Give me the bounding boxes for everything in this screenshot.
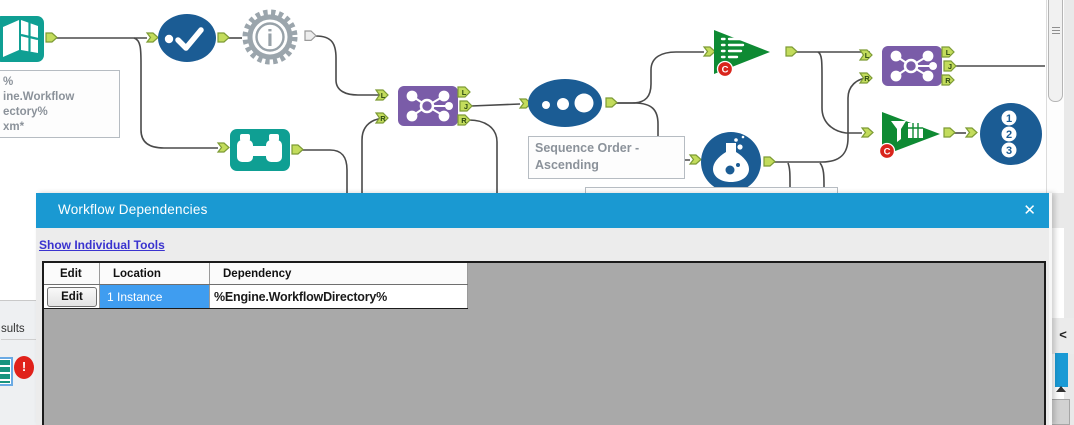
scrollbar-thumb[interactable] bbox=[1048, 0, 1063, 102]
scrollbar-grip-icon bbox=[1052, 27, 1060, 36]
check-tool-icon[interactable] bbox=[158, 14, 216, 62]
annotation-source-path[interactable]: % ine.Workflow ectory% xm* bbox=[0, 70, 120, 138]
formula-tool-icon[interactable] bbox=[701, 132, 761, 192]
header-dependency: Dependency bbox=[210, 263, 468, 284]
svg-text:R: R bbox=[864, 74, 870, 83]
svg-text:L: L bbox=[462, 88, 467, 97]
conflict-badge: C bbox=[884, 147, 891, 158]
summarize-tool-icon[interactable]: C bbox=[714, 30, 770, 78]
workflow-dependencies-dialog: Workflow Dependencies ✕ Show Individual … bbox=[36, 193, 1052, 425]
svg-text:L: L bbox=[946, 48, 951, 57]
info-glyph: i bbox=[267, 25, 273, 51]
svg-text:R: R bbox=[380, 114, 386, 123]
header-location: Location bbox=[100, 263, 210, 284]
svg-text:R: R bbox=[461, 116, 467, 125]
macro-output-anchor[interactable] bbox=[304, 30, 317, 41]
panel-collapse-button[interactable]: < bbox=[1052, 318, 1074, 354]
svg-text:J: J bbox=[948, 62, 952, 71]
svg-text:R: R bbox=[945, 76, 951, 85]
svg-text:3: 3 bbox=[1006, 145, 1012, 157]
results-panel-edge: sults ! bbox=[0, 300, 36, 425]
location-cell[interactable]: 1 Instance bbox=[100, 285, 210, 308]
browse-binoculars-tool-icon[interactable] bbox=[230, 129, 290, 171]
results-panel-title: sults bbox=[1, 323, 36, 340]
edit-cell: Edit bbox=[44, 285, 100, 308]
canvas-vertical-scrollbar[interactable] bbox=[1046, 0, 1064, 193]
join-tool-icon[interactable] bbox=[398, 86, 458, 126]
close-icon[interactable]: ✕ bbox=[1023, 202, 1036, 219]
record-id-tool-icon[interactable]: 1 2 3 bbox=[980, 103, 1042, 165]
right-edge-panel bbox=[1064, 0, 1074, 425]
directory-input-tool-icon[interactable] bbox=[0, 16, 44, 62]
filter-tool-icon[interactable]: C bbox=[878, 112, 941, 160]
annotation-sort-order[interactable]: Sequence Order - Ascending bbox=[528, 136, 685, 179]
svg-text:L: L bbox=[381, 91, 386, 100]
error-badge-icon: ! bbox=[14, 356, 34, 379]
edit-button[interactable]: Edit bbox=[47, 287, 97, 307]
svg-text:2: 2 bbox=[1006, 129, 1012, 141]
dependencies-table: Edit Location Dependency Edit 1 Instance… bbox=[42, 261, 1046, 425]
join-anchors[interactable]: L R L J R bbox=[374, 86, 473, 126]
connection-wires bbox=[56, 35, 1045, 194]
conflict-badge: C bbox=[722, 65, 729, 76]
svg-text:L: L bbox=[865, 51, 870, 60]
dialog-titlebar[interactable]: Workflow Dependencies ✕ bbox=[36, 193, 1049, 228]
dependency-cell[interactable]: %Engine.WorkflowDirectory% bbox=[210, 285, 468, 308]
scroll-up-arrow-icon[interactable] bbox=[1056, 386, 1066, 392]
table-header-row: Edit Location Dependency bbox=[44, 263, 468, 285]
sort-tool-icon[interactable] bbox=[528, 79, 602, 127]
join-tool-icon[interactable] bbox=[882, 46, 942, 86]
vertical-tab-accent[interactable] bbox=[1055, 353, 1068, 387]
chevron-left-icon: < bbox=[1059, 327, 1067, 342]
results-table-icon[interactable] bbox=[0, 357, 13, 386]
panel-scrollbar-thumb[interactable] bbox=[1050, 399, 1070, 425]
svg-text:J: J bbox=[464, 102, 468, 111]
header-edit: Edit bbox=[44, 263, 100, 284]
join-anchors[interactable]: L R L J R bbox=[858, 46, 957, 86]
macro-info-gear-icon[interactable]: i bbox=[242, 9, 298, 65]
svg-text:1: 1 bbox=[1006, 113, 1012, 125]
right-edge-gap bbox=[1052, 193, 1064, 228]
show-individual-tools-link[interactable]: Show Individual Tools bbox=[39, 238, 165, 252]
connection-anchors[interactable] bbox=[45, 32, 978, 167]
table-row[interactable]: Edit 1 Instance %Engine.WorkflowDirector… bbox=[44, 285, 468, 309]
dialog-title: Workflow Dependencies bbox=[58, 202, 208, 217]
